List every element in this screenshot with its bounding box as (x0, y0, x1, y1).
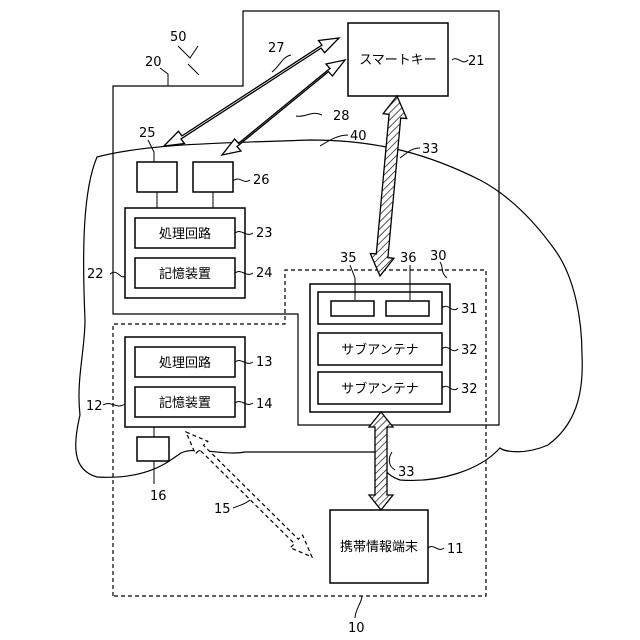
wireless-arrow-33-upper (370, 96, 406, 276)
antenna-box-16 (137, 437, 169, 461)
ref-25: 25 (139, 126, 156, 141)
ref-33-lower: 33 (398, 465, 415, 480)
ref-24: 24 (256, 266, 273, 281)
ref-31: 31 (461, 302, 478, 317)
ref-21: 21 (468, 54, 485, 69)
processing-circuit-13-label: 処理回路 (159, 355, 211, 371)
storage-device-24-label: 記憶装置 (159, 266, 211, 282)
wireless-arrow-27 (164, 38, 339, 146)
element-35-box (331, 301, 374, 316)
ref-32-b: 32 (461, 382, 478, 397)
ref-36: 36 (400, 251, 417, 266)
ref-27: 27 (268, 41, 285, 56)
ref-26: 26 (253, 173, 270, 188)
processing-circuit-23-label: 処理回路 (159, 226, 211, 242)
element-36-box (386, 301, 429, 316)
ref-33-upper: 33 (422, 142, 439, 157)
ref-22: 22 (87, 267, 104, 282)
ref-28: 28 (333, 109, 350, 124)
ref-10: 10 (348, 621, 365, 636)
ref-13: 13 (256, 355, 273, 370)
wireless-arrow-15 (186, 432, 312, 557)
portable-terminal-label: 携帯情報端末 (340, 539, 418, 555)
ref-14: 14 (256, 397, 273, 412)
ref-23: 23 (256, 226, 273, 241)
ref-35: 35 (340, 251, 357, 266)
ref-12: 12 (86, 399, 103, 414)
sub-antenna-32a-label: サブアンテナ (341, 342, 418, 358)
ref-16: 16 (150, 489, 167, 504)
ref-30: 30 (430, 249, 447, 264)
ref-20: 20 (145, 55, 162, 70)
ref-11: 11 (447, 542, 464, 557)
storage-device-14-label: 記憶装置 (159, 395, 211, 411)
antenna-box-26 (193, 162, 233, 192)
ref-32-a: 32 (461, 343, 478, 358)
antenna-box-25 (137, 162, 177, 192)
sub-antenna-32b-label: サブアンテナ (341, 381, 418, 397)
ref-50: 50 (170, 30, 187, 45)
ref-15: 15 (214, 502, 231, 517)
smart-key-label: スマートキー (359, 53, 437, 68)
ref-40: 40 (350, 129, 367, 144)
